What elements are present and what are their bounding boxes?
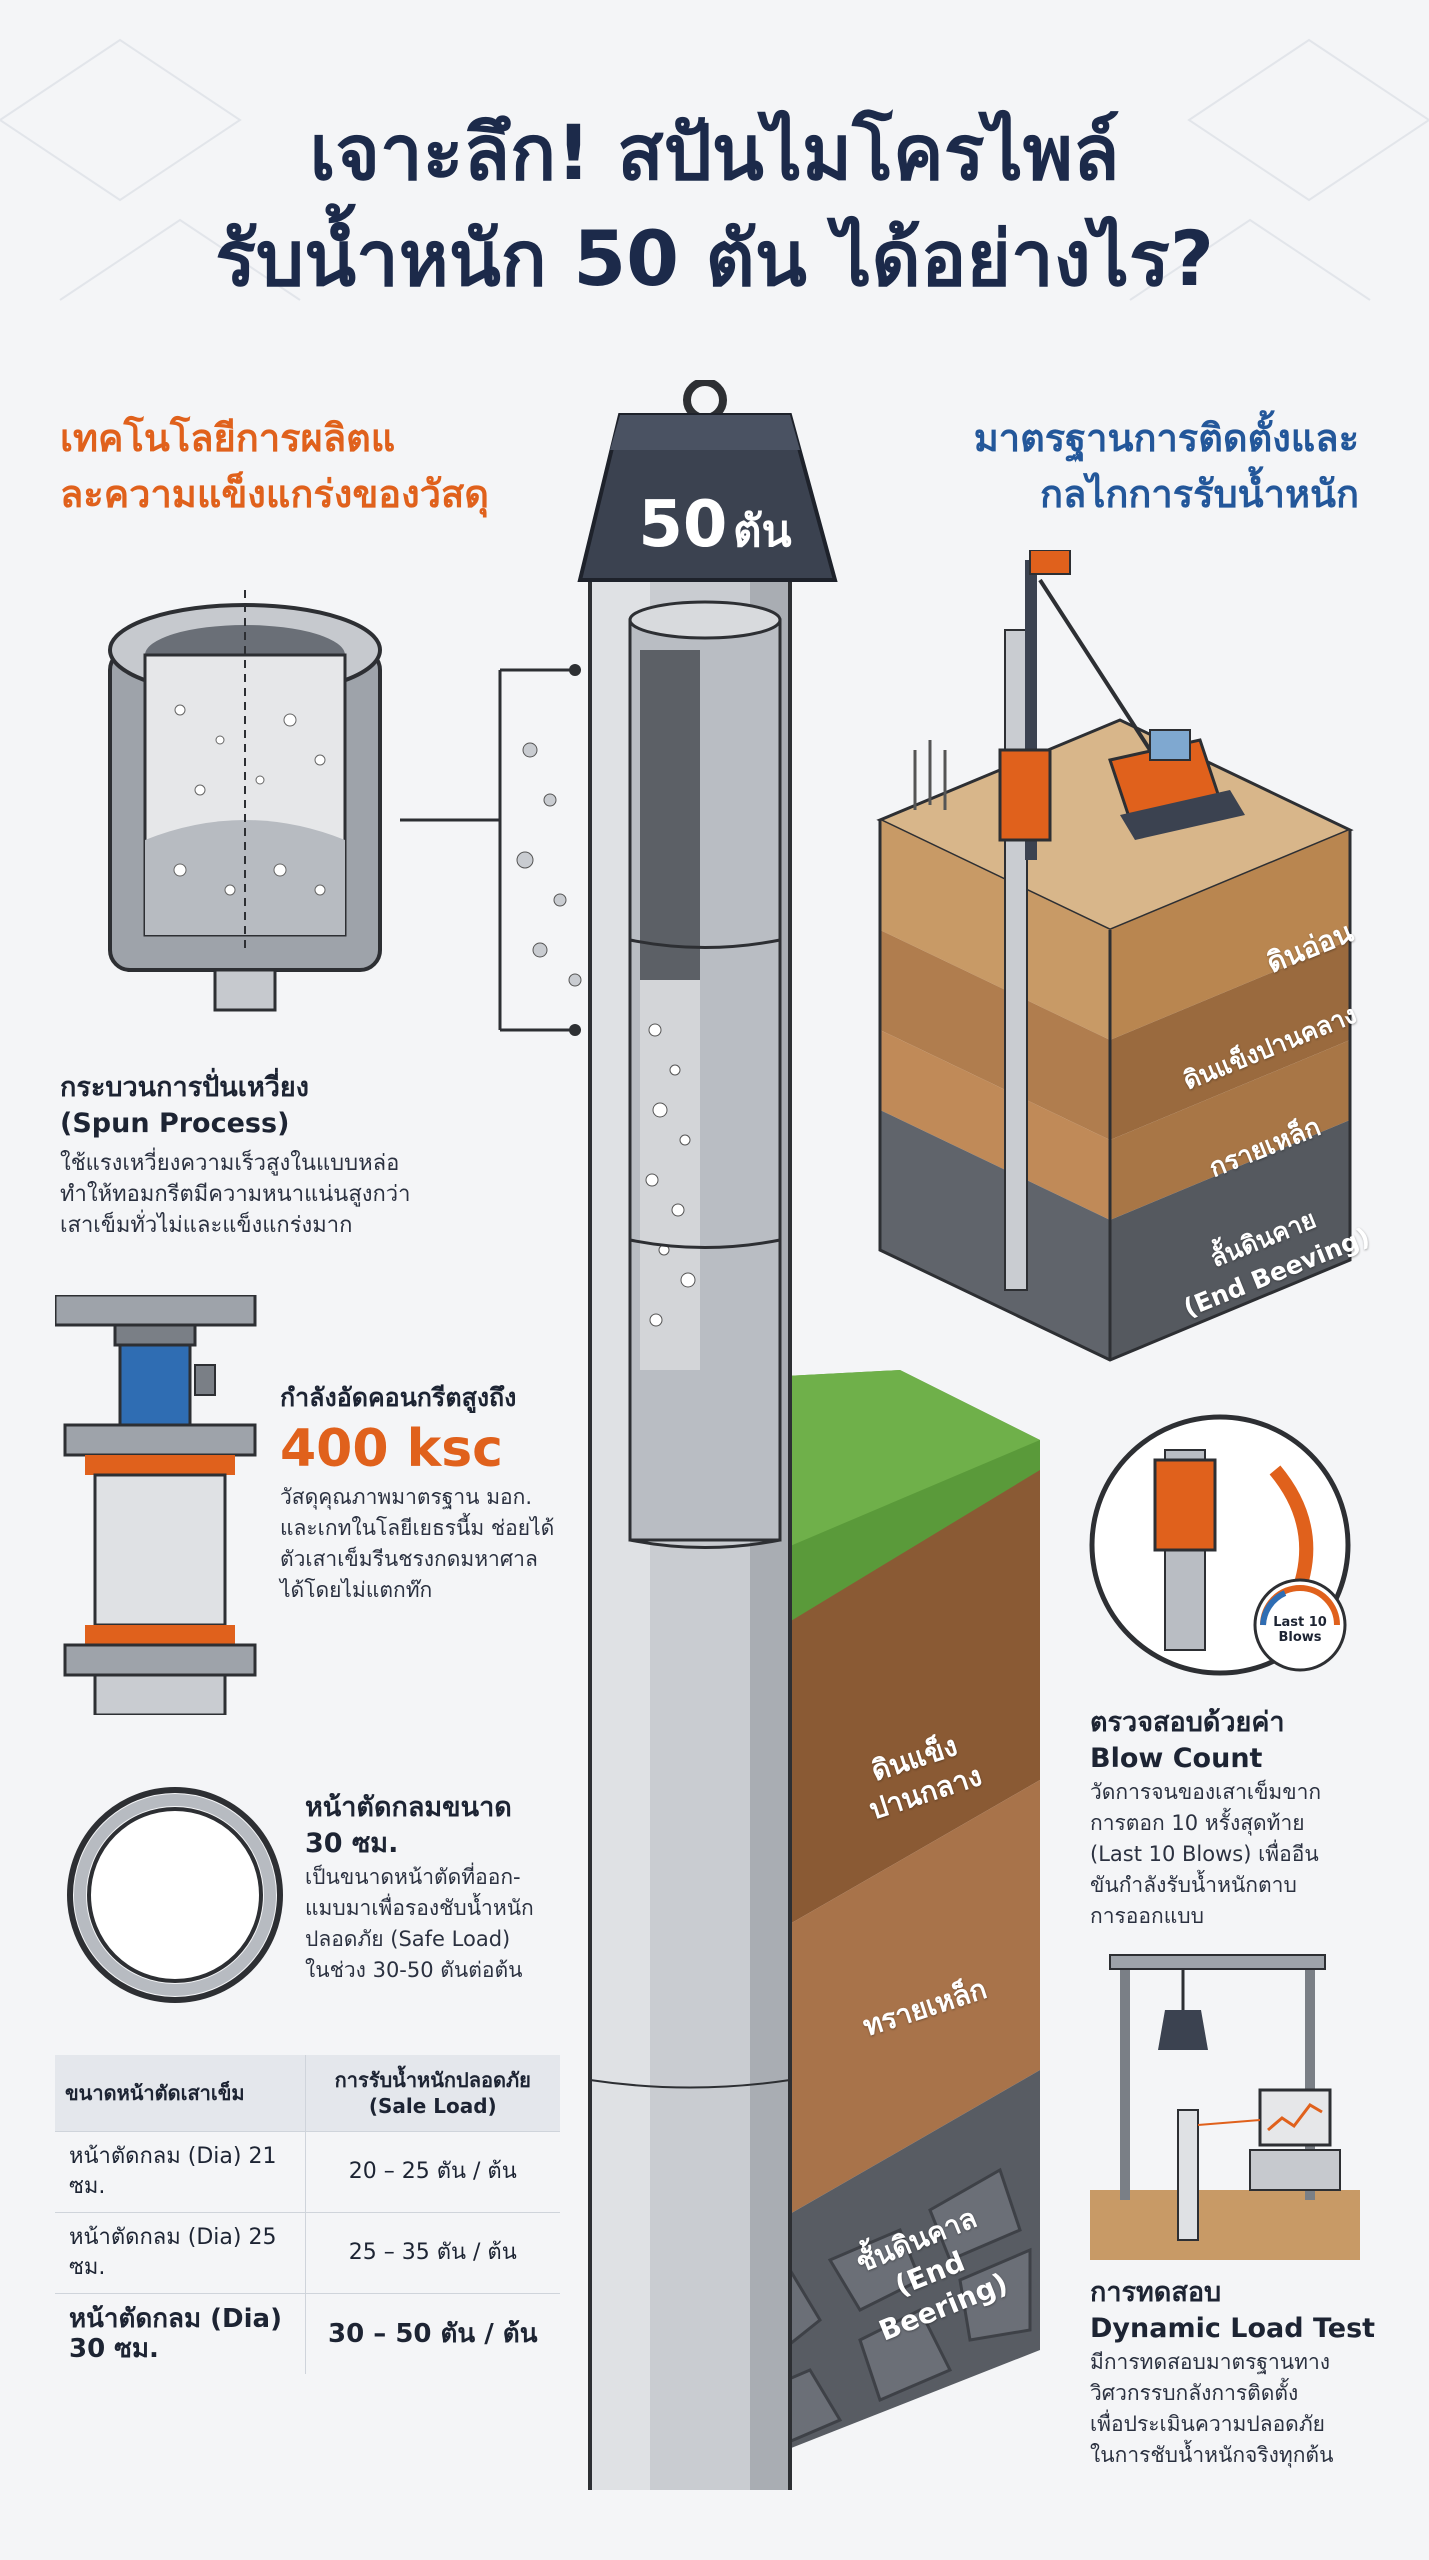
blow-count-title-th: ตรวจสอบด้วยค่า bbox=[1090, 1707, 1285, 1738]
cross-section-body-3: ปลอดภัย (Safe Load) bbox=[305, 1927, 511, 1951]
compressive-value: 400 ksc bbox=[280, 1419, 504, 1479]
blow-count-body-5: การออกแบบ bbox=[1090, 1904, 1204, 1928]
compressive-body-1: วัสดุคุณภาพมาตรฐาน มอก. bbox=[280, 1485, 533, 1509]
table-cell-load: 20 – 25 ตัน / ต้น bbox=[304, 2131, 560, 2213]
installation-soil-block bbox=[876, 550, 1354, 1362]
table-header-row: ขนาดหน้าตัดเสาเข็ม การรับน้ำหนักปลอดภัย … bbox=[55, 2055, 560, 2132]
left-heading-line-2: ละความแข็งแกร่งของวัสดุ bbox=[60, 472, 489, 516]
spun-process-body-3: เสาเข็มทั่วไม่และแข็งแกร่งมาก bbox=[60, 1213, 353, 1238]
compressive-body-4: ได้โดยไม่แตกท๊ก bbox=[280, 1578, 433, 1602]
right-heading-line-1: มาตรฐานการติดตั้งและ bbox=[973, 416, 1359, 460]
spun-process-section: กระบวนการปั่นเหวี่ยง (Spun Process) ใช้แ… bbox=[60, 1070, 500, 1241]
dynamic-test-section: การทดสอบ Dynamic Load Test มีการทดสอบมาต… bbox=[1090, 2275, 1410, 2471]
weight-block bbox=[577, 380, 838, 582]
spun-process-title-en: (Spun Process) bbox=[60, 1108, 290, 1139]
blow-count-body-3: (Last 10 Blows) เพื่ออีน bbox=[1090, 1842, 1319, 1866]
blow-count-body-4: ขันกำลังรับน้ำหนักตาบ bbox=[1090, 1873, 1297, 1897]
page-title: เจาะลึก! สปันไมโครไพล์ รับน้ำหนัก 50 ตัน… bbox=[0, 100, 1429, 312]
compressive-title: กำลังอัดคอนกรีตสูงถึง bbox=[280, 1383, 517, 1412]
dynamic-test-body-2: วิศวกรรบกลังการติดตั้ง bbox=[1090, 2381, 1299, 2405]
title-line-2: รับน้ำหนัก 50 ตัน ได้อย่างไร? bbox=[215, 214, 1214, 303]
table-header-load: การรับน้ำหนักปลอดภัย (Sale Load) bbox=[304, 2055, 560, 2132]
cross-section-section: หน้าตัดกลมขนาด 30 ซม. เป็นขนาดหน้าตัดที่… bbox=[305, 1790, 605, 1986]
blow-count-section: ตรวจสอบด้วยค่า Blow Count วัดการจนของเสา… bbox=[1090, 1705, 1410, 1932]
blow-count-illustration bbox=[1089, 1414, 1351, 1676]
cross-section-title-1: หน้าตัดกลมขนาด bbox=[305, 1792, 512, 1823]
blow-count-body-2: การตอก 10 หรั้งสุดท้าย bbox=[1090, 1811, 1305, 1835]
compression-test-illustration bbox=[55, 1295, 257, 1715]
table-cell-size: หน้าตัดกลม (Dia) 21 ซม. bbox=[55, 2131, 305, 2213]
cross-section-ring-icon bbox=[67, 1787, 283, 2003]
table-cell-load: 30 – 50 ตัน / ต้น bbox=[304, 2293, 560, 2374]
dynamic-test-body-1: มีการทดสอบมาตรฐานทาง bbox=[1090, 2350, 1331, 2374]
spun-process-body-1: ใช้แรงเหวี่ยงความเร็วสูงในแบบหล่อ bbox=[60, 1151, 400, 1176]
dynamic-test-title-th: การทดสอบ bbox=[1090, 2277, 1222, 2308]
left-section-heading: เทคโนโลยีการผลิตแ ละความแข็งแกร่งของวัสด… bbox=[60, 410, 580, 522]
table-row: หน้าตัดกลม (Dia) 25 ซม. 25 – 35 ตัน / ต้… bbox=[55, 2212, 560, 2294]
compressive-body-2: และเกทในโลยีเยธรนี้ม ช่อยได้ bbox=[280, 1516, 555, 1540]
right-heading-line-2: กลไกการรับน้ำหนัก bbox=[1039, 472, 1359, 516]
table-cell-size: หน้าตัดกลม (Dia) 30 ซม. bbox=[55, 2293, 305, 2374]
compressive-body-3: ตัวเสาเข็มรีนชรงกดมหาศาล bbox=[280, 1547, 538, 1571]
blow-count-title-en: Blow Count bbox=[1090, 1743, 1263, 1774]
dynamic-test-title-en: Dynamic Load Test bbox=[1090, 2313, 1376, 2344]
cross-section-title-2: 30 ซม. bbox=[305, 1828, 399, 1859]
table-cell-size: หน้าตัดกลม (Dia) 25 ซม. bbox=[55, 2212, 305, 2294]
weight-value: 50 bbox=[638, 488, 728, 562]
callout-bracket bbox=[400, 664, 582, 1036]
gauge-label-line1: Last 10 bbox=[1273, 1615, 1327, 1630]
table-header-size: ขนาดหน้าตัดเสาเข็ม bbox=[55, 2055, 305, 2132]
weight-label: 50 ตัน bbox=[610, 488, 820, 566]
cross-section-body-2: แมบมาเพื่อรองชับน้ำหนัก bbox=[305, 1896, 534, 1920]
weight-unit: ตัน bbox=[732, 506, 792, 557]
dynamic-test-body-4: ในการชับน้ำหนักจริงทุกต้น bbox=[1090, 2443, 1334, 2467]
spun-process-body-2: ทำให้ทอมกรีตมีความหนาแน่นสูงกว่า bbox=[60, 1182, 411, 1207]
title-line-1: เจาะลึก! สปันไมโครไพล์ bbox=[309, 108, 1120, 197]
table-row: หน้าตัดกลม (Dia) 21 ซม. 20 – 25 ตัน / ต้… bbox=[55, 2131, 560, 2213]
spun-micropile bbox=[588, 580, 792, 2490]
dynamic-load-test-illustration bbox=[1090, 1954, 1360, 2260]
dynamic-test-body-3: เพื่อประเมินความปลอดภัย bbox=[1090, 2412, 1325, 2436]
central-pile-illustration bbox=[577, 380, 1040, 2490]
cross-section-body-4: ในช่วง 30-50 ตันต่อต้น bbox=[305, 1958, 523, 1982]
blow-count-body-1: วัดการจนของเสาเข็มขาก bbox=[1090, 1780, 1322, 1804]
left-heading-line-1: เทคโนโลยีการผลิตแ bbox=[60, 416, 396, 460]
blow-count-gauge-label: Last 10 Blows bbox=[1265, 1615, 1335, 1645]
table-cell-load: 25 – 35 ตัน / ต้น bbox=[304, 2212, 560, 2294]
safe-load-table: ขนาดหน้าตัดเสาเข็ม การรับน้ำหนักปลอดภัย … bbox=[55, 2055, 560, 2374]
cross-section-body-1: เป็นขนาดหน้าตัดที่ออก- bbox=[305, 1865, 521, 1889]
table-row: หน้าตัดกลม (Dia) 30 ซม. 30 – 50 ตัน / ต้… bbox=[55, 2293, 560, 2374]
gauge-label-line2: Blows bbox=[1278, 1630, 1322, 1645]
right-section-heading: มาตรฐานการติดตั้งและ กลไกการรับน้ำหนัก bbox=[839, 410, 1359, 522]
compressive-strength-section: กำลังอัดคอนกรีตสูงถึง 400 ksc วัสดุคุณภา… bbox=[280, 1380, 610, 1606]
spun-mould-illustration bbox=[108, 590, 382, 1012]
spun-process-title-th: กระบวนการปั่นเหวี่ยง bbox=[60, 1072, 309, 1103]
